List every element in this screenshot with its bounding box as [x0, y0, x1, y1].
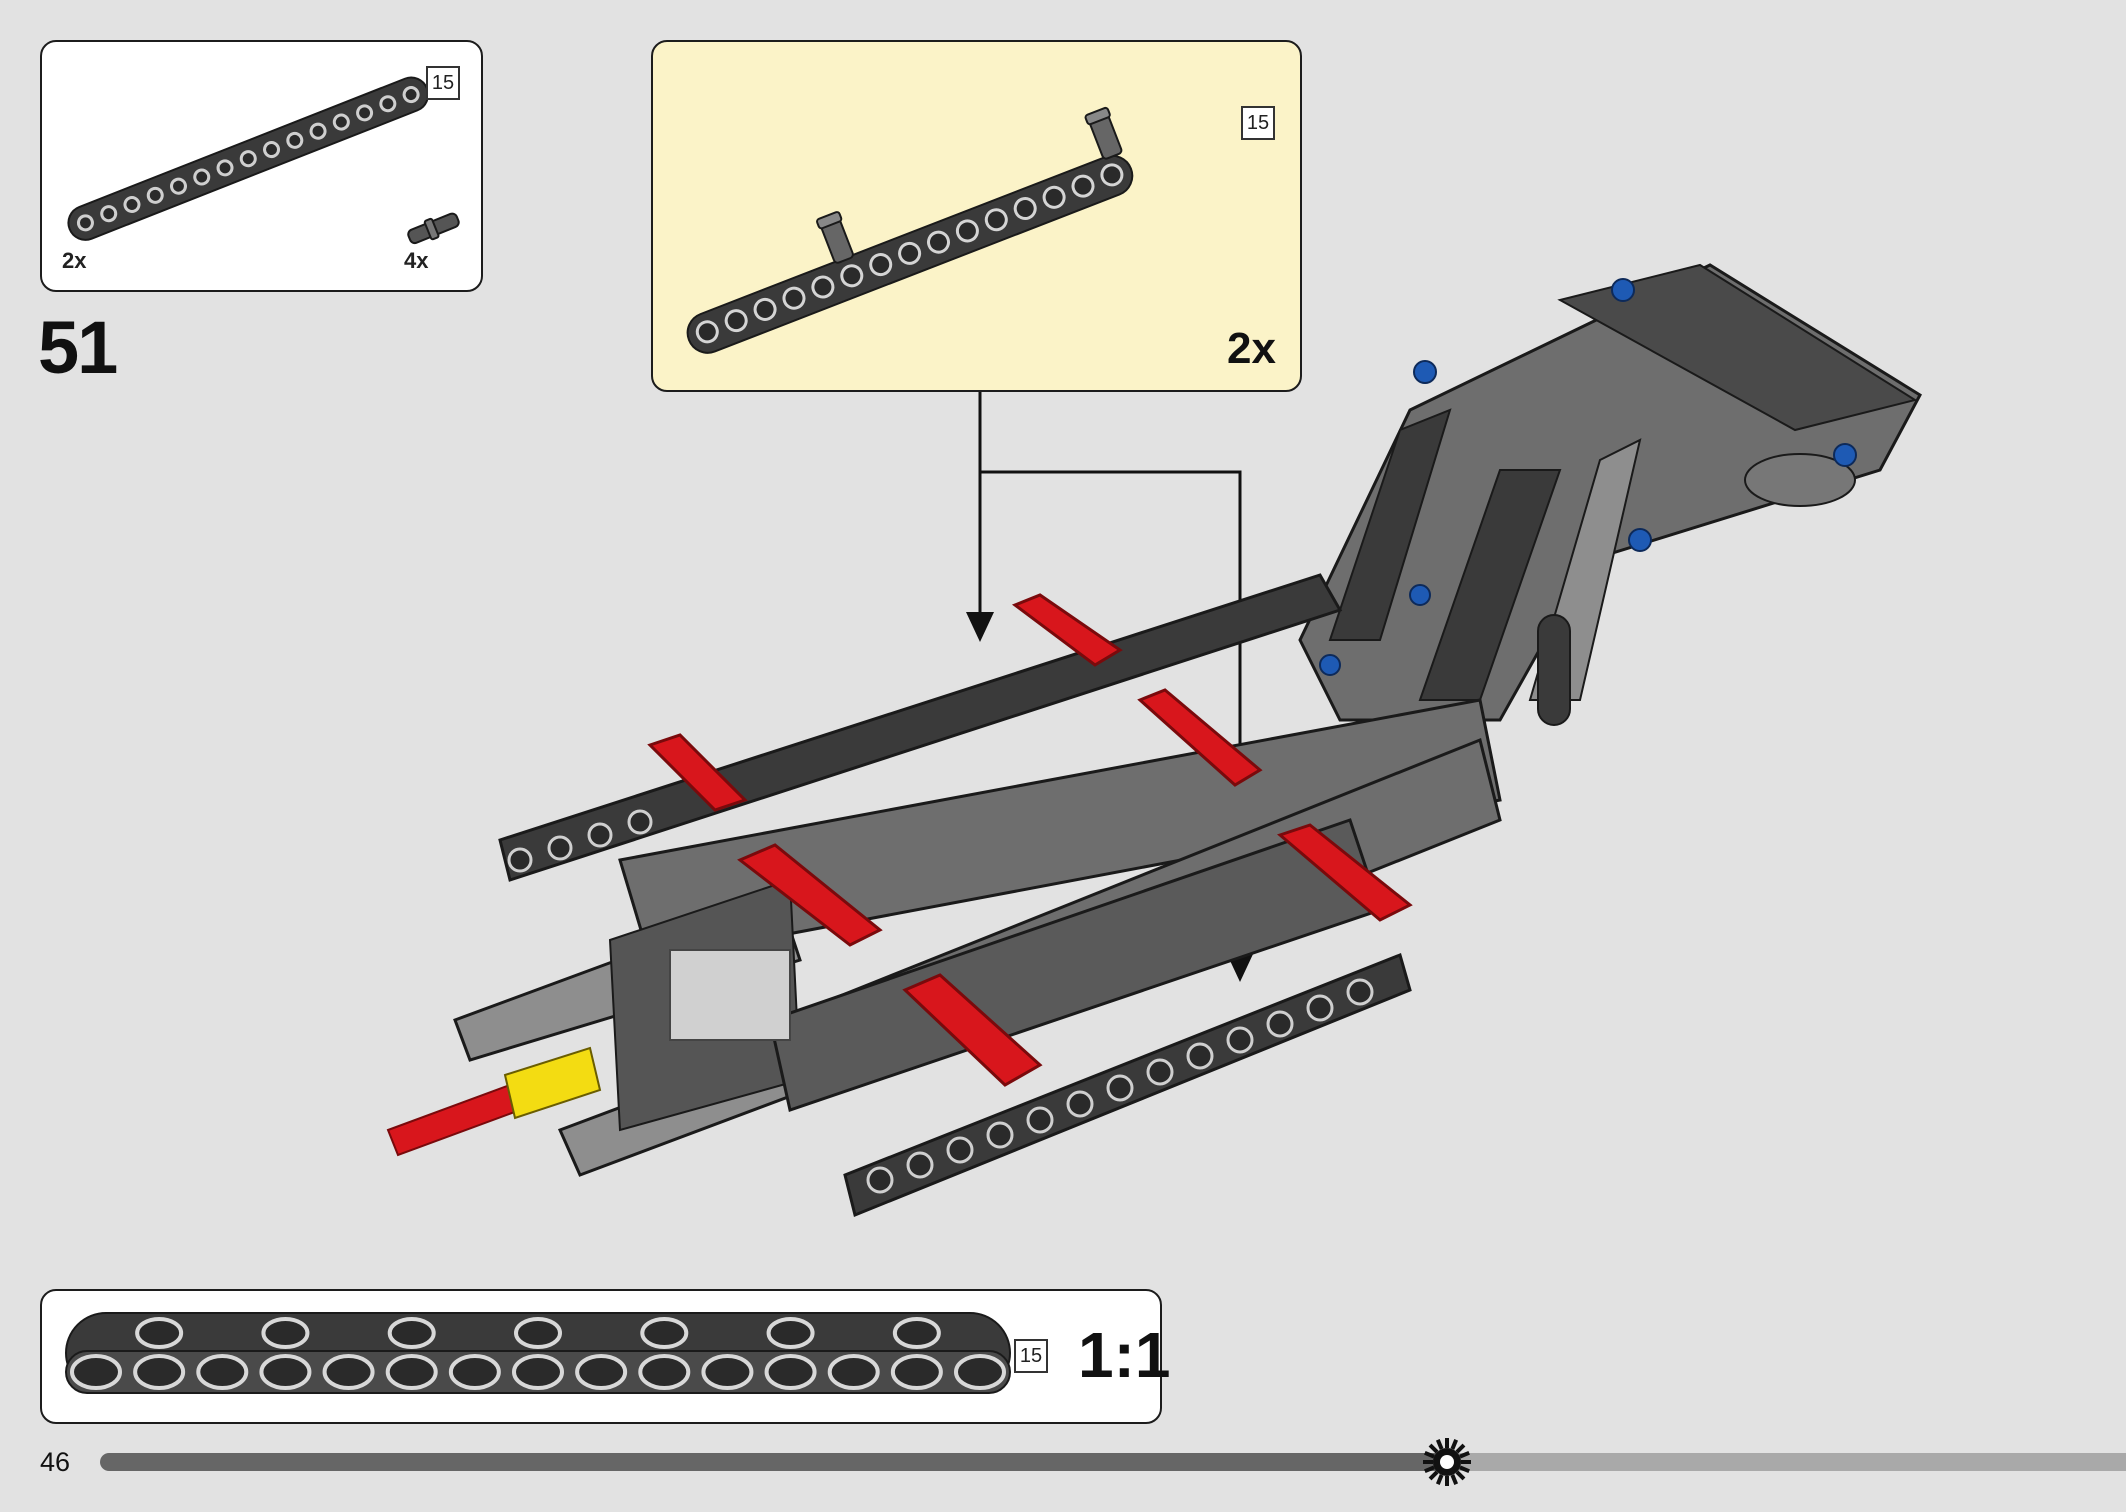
- beam-hole: [263, 141, 281, 159]
- ruler-beam-icon: [65, 1312, 1011, 1394]
- gear-tooth: [1455, 1470, 1466, 1481]
- beam-hole: [724, 309, 748, 333]
- part-quantity-beam: 2x: [62, 248, 87, 273]
- red-cross-beams: [647, 593, 1413, 1087]
- pin-icon: [816, 106, 1123, 264]
- ruler-hole: [448, 1354, 501, 1390]
- beam-hole: [123, 196, 141, 214]
- beam-hole: [239, 150, 257, 168]
- beam-hole: [869, 253, 893, 277]
- beam-hole: [955, 219, 979, 243]
- ruler-hole: [135, 1317, 184, 1349]
- ruler-hole: [261, 1317, 310, 1349]
- gear-tooth: [1459, 1465, 1471, 1474]
- part-quantity-pin: 4x: [404, 248, 429, 273]
- gear-tooth: [1428, 1443, 1439, 1454]
- ruler-hole: [892, 1317, 941, 1349]
- subassembly-callout: 15 2x: [651, 40, 1302, 392]
- beam-hole: [146, 186, 164, 204]
- ruler-hole: [954, 1354, 1006, 1390]
- beam-hole: [216, 159, 234, 177]
- ruler-hole: [766, 1317, 815, 1349]
- gear-tooth: [1436, 1474, 1444, 1485]
- ruler-hole: [133, 1354, 186, 1390]
- gear-tooth: [1428, 1470, 1439, 1481]
- beam-hole: [811, 275, 835, 299]
- beam-hole: [927, 230, 951, 254]
- gear-tooth: [1424, 1465, 1436, 1474]
- progress-fill: [100, 1453, 1448, 1471]
- beam-hole: [1042, 185, 1066, 209]
- beam-hole: [1013, 197, 1037, 221]
- ruler-hole: [640, 1317, 689, 1349]
- ruler-hole: [259, 1354, 312, 1390]
- gear-tooth: [1450, 1439, 1459, 1450]
- parts-list-panel: 15 2x 4x: [40, 40, 483, 292]
- ruler-hole: [512, 1354, 564, 1390]
- progress-bar: [100, 1453, 2126, 1471]
- gear-icon: [1423, 1438, 1472, 1486]
- beam-hole: [1100, 163, 1124, 187]
- subassembly-length-box: 15: [1241, 106, 1275, 140]
- beam-hole: [332, 113, 350, 131]
- beam-hole: [76, 214, 94, 232]
- beam-hole: [984, 208, 1008, 232]
- arrow-head-left: [966, 612, 994, 642]
- ruler-hole: [827, 1354, 880, 1390]
- subassembly-quantity: 2x: [1227, 324, 1276, 373]
- ruler-hole: [387, 1317, 436, 1349]
- gear-tooth: [1424, 1450, 1436, 1459]
- ruler-hole: [322, 1354, 375, 1390]
- gear-tooth: [1436, 1439, 1444, 1450]
- subassembly-beam-icon: [686, 106, 1134, 354]
- part-length-box: 15: [426, 66, 460, 100]
- beam-hole: [286, 131, 304, 149]
- gear-tooth: [1459, 1450, 1471, 1459]
- gear-tooth: [1450, 1474, 1459, 1485]
- beam-icon: [67, 76, 430, 241]
- rear-frame: [1298, 263, 1922, 726]
- ruler-hole: [196, 1354, 249, 1390]
- drive-axle: [386, 1046, 602, 1157]
- ruler-hole: [701, 1354, 754, 1390]
- ruler-length-box: 15: [1014, 1339, 1048, 1373]
- beam-hole: [753, 297, 777, 321]
- frame-holes: [507, 809, 1374, 1194]
- beam-hole: [356, 104, 374, 122]
- ruler-hole: [70, 1354, 122, 1390]
- scale-label: 1:1: [1078, 1319, 1171, 1391]
- gear-tooth: [1455, 1443, 1466, 1454]
- beam-hole: [193, 168, 211, 186]
- beam-hole: [100, 205, 118, 223]
- step-number: 51: [38, 306, 118, 389]
- beam-hole: [379, 95, 397, 113]
- beam-hole: [402, 86, 420, 104]
- beam-hole: [309, 122, 327, 140]
- ruler-hole: [575, 1354, 628, 1390]
- beam-hole: [1071, 174, 1095, 198]
- ruler-hole: [890, 1354, 943, 1390]
- ruler-hole: [514, 1317, 562, 1349]
- beam-hole: [782, 286, 806, 310]
- ruler-panel: 15: [40, 1289, 1162, 1424]
- ruler-hole: [638, 1354, 691, 1390]
- placement-arrows: [978, 392, 1242, 958]
- pin-icon: [407, 212, 460, 245]
- beam-hole: [169, 177, 187, 195]
- page-number: 46: [40, 1447, 71, 1477]
- ruler-hole: [764, 1354, 817, 1390]
- beam-hole: [840, 264, 864, 288]
- beam-hole: [898, 241, 922, 265]
- beam-hole: [695, 320, 719, 344]
- ruler-hole: [385, 1354, 438, 1390]
